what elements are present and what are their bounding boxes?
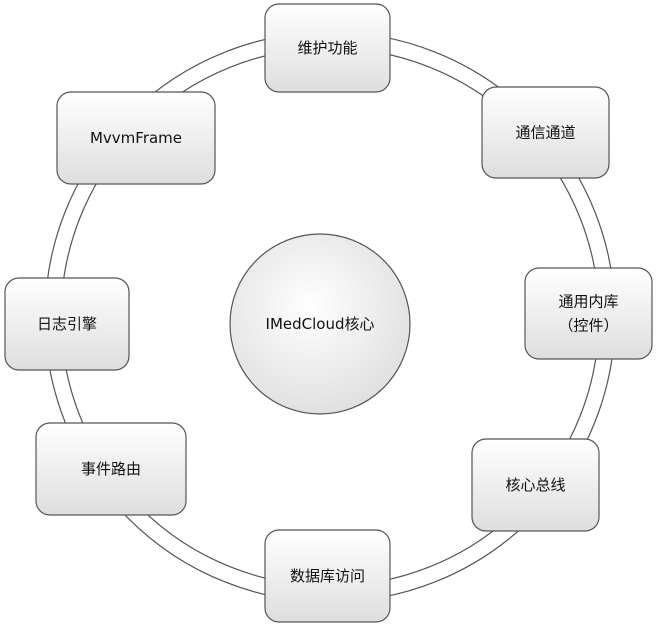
node-box (471, 438, 600, 532)
node-mvvm-frame: MvvmFrame (56, 91, 216, 185)
node-box (35, 422, 187, 516)
node-box (56, 91, 216, 185)
node-label: 数据库访问 (290, 567, 365, 585)
center-label: IMedCloud核心 (266, 315, 375, 333)
node-maintenance: 维护功能 (264, 3, 391, 93)
node-comm-channel: 通信通道 (481, 86, 610, 179)
node-label: 通用内库 (558, 293, 618, 311)
node-label: 通信通道 (515, 124, 575, 142)
center-circle (229, 233, 411, 415)
node-common-lib: 通用内库 （控件） (524, 267, 653, 360)
node-label: 维护功能 (297, 39, 357, 57)
node-data-access: 数据库访问 (264, 529, 391, 623)
node-box (481, 86, 610, 179)
node-label: 日志引擎 (37, 315, 97, 333)
node-box (4, 277, 130, 371)
node-event-routing: 事件路由 (35, 422, 187, 516)
node-log-engine: 日志引擎 (4, 277, 130, 371)
node-label: 核心总线 (505, 476, 565, 494)
center-node: IMedCloud核心 (229, 233, 411, 415)
node-core-bus: 核心总线 (471, 438, 600, 532)
node-box (264, 529, 391, 623)
node-box (264, 3, 391, 93)
node-label: MvvmFrame (90, 129, 182, 147)
node-label: （控件） (558, 317, 618, 335)
node-label: 事件路由 (81, 460, 141, 478)
node-box (524, 267, 653, 360)
